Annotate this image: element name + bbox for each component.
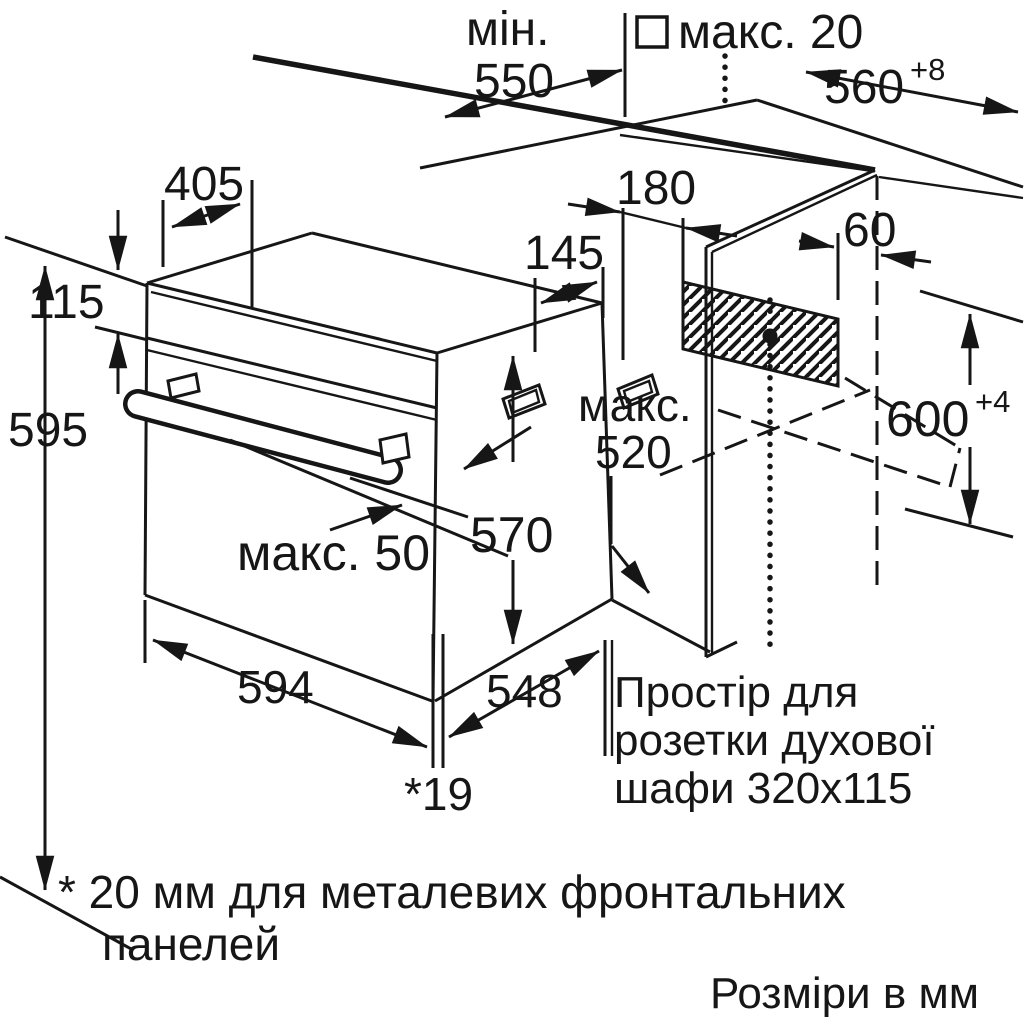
niche-hidden-floor-left <box>659 388 871 477</box>
spacer-square-icon <box>635 15 669 49</box>
cabinet-top-rear-edge-line <box>756 98 1024 189</box>
dim-145-label: 145 <box>524 227 604 280</box>
dim-595-label: 595 <box>8 404 88 457</box>
dim-550-label: 550 <box>474 55 554 108</box>
dim-570-label: 570 <box>470 507 553 563</box>
dim-600-label: 600 <box>886 391 969 447</box>
niche-hidden-floor-right <box>948 447 962 488</box>
dim-max50-label: макс. 50 <box>237 525 430 581</box>
ext-max50-handle-plane <box>229 438 509 558</box>
socket-note-line-3: шафи 320x115 <box>614 764 912 813</box>
extension-lines <box>0 13 1024 952</box>
oven-back-edge <box>600 302 614 600</box>
socket-dot-icon <box>762 328 778 344</box>
dim-max20-label: макс. 20 <box>678 6 863 59</box>
footnote-line-1: * 20 мм для металевих фронтальних <box>58 866 846 918</box>
niche-foot-line <box>705 640 738 659</box>
dim-548-label: 548 <box>486 665 563 717</box>
oven-top-front-inner-edge <box>150 290 438 363</box>
dim-560-tolerance-label: +8 <box>910 52 945 87</box>
dim-594-label: 594 <box>237 661 314 713</box>
dim-max-recess-word-label: макс. <box>578 379 692 431</box>
socket-note-line-1: Простір для <box>614 668 858 717</box>
dimension-arrows <box>35 68 1019 891</box>
handle-bracket <box>166 372 201 400</box>
dim-520-arrow-front <box>463 425 532 471</box>
dim-115-label: 115 <box>28 276 105 329</box>
dim-60-label: 60 <box>843 204 896 257</box>
dim-520-arrow-back <box>610 545 651 594</box>
dim-19-label: *19 <box>404 768 473 820</box>
units-note: Розміри в мм <box>710 969 979 1018</box>
oven-left-edge <box>143 282 149 596</box>
niche-hidden-floor-front <box>717 408 951 489</box>
ext-top-left <box>4 235 148 288</box>
dim-60-arrow-right <box>880 250 932 269</box>
ext-600-top <box>919 289 1024 324</box>
oven-panel-line-lower <box>146 348 438 422</box>
dim-180-connector <box>619 210 687 230</box>
dim-560-arrow <box>805 69 1019 115</box>
oven-top-front-edge <box>146 281 438 355</box>
side-vent-inner-line <box>507 388 541 415</box>
cabinet-top-rear-edge-inner-line <box>878 175 1024 200</box>
oven-top-right-receding-edge <box>436 301 603 355</box>
dim-60-arrow-left <box>798 232 835 251</box>
dim-600-tolerance-label: +4 <box>975 384 1010 419</box>
dim-560-label: 560 <box>824 61 904 114</box>
oven <box>123 231 660 703</box>
ext-max50-door-plane <box>349 476 469 519</box>
countertop-back-step-line <box>619 133 874 173</box>
ext-600-bottom <box>904 507 1014 539</box>
dim-520-label: 520 <box>595 426 672 478</box>
footnote-line-2: панелей <box>102 918 280 970</box>
ext-bottom-left <box>0 875 134 952</box>
dim-180-arrow-left <box>567 197 621 216</box>
oven-panel-line-upper <box>146 336 438 410</box>
dim-180-arrow-right <box>685 224 738 243</box>
handle-end-cap <box>378 432 411 465</box>
niche-top-edge-inner <box>711 173 878 254</box>
wall-back-edge-line <box>419 98 758 170</box>
countertop-front-edge-line <box>252 54 876 173</box>
oven-top-left-receding-edge <box>146 231 313 285</box>
dim-594-arrow <box>152 638 428 749</box>
rear-vent-inner-line <box>622 379 654 404</box>
dim-min-word-label: мін. <box>466 3 550 56</box>
dim-145-arrow <box>540 280 598 305</box>
niche-floor-front-edge <box>611 598 711 654</box>
dim-405-arrow <box>171 202 241 229</box>
socket-area-hatch <box>681 280 840 388</box>
dim-548-arrow <box>448 649 600 739</box>
handle-bar <box>127 393 399 481</box>
socket-note-line-2: розетки духової <box>614 716 935 765</box>
dim-180-label: 180 <box>616 162 696 215</box>
dim-max50-arrow <box>329 503 403 532</box>
dim-405-label: 405 <box>164 158 244 211</box>
dim-550-arrow <box>444 68 623 119</box>
rear-vent-icon <box>616 372 660 411</box>
niche-hidden-floor-back <box>844 376 961 450</box>
